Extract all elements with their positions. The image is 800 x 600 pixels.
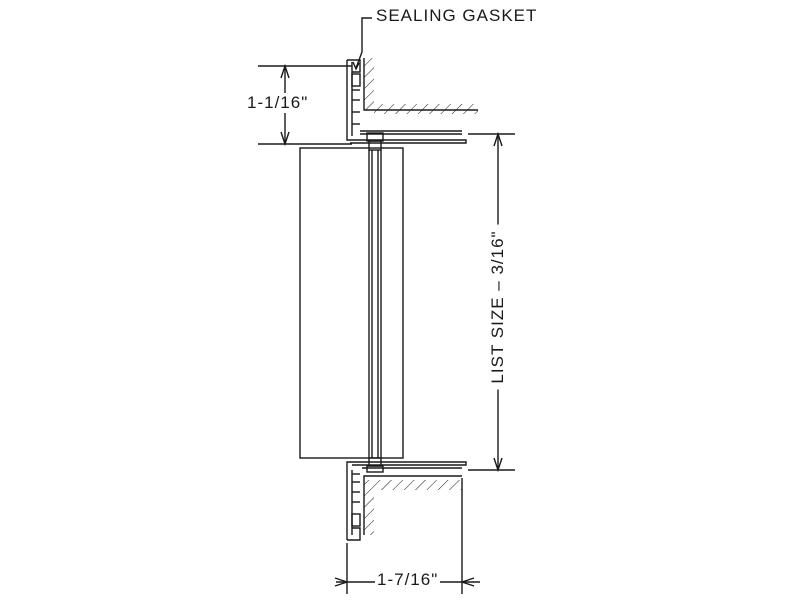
bottom-frame-profile: [346, 461, 467, 541]
sealing-gasket-leader: [352, 17, 372, 71]
top-wall-hatching: [363, 58, 478, 114]
pivot-shaft: [366, 132, 384, 473]
bottom-wall-hatching: [363, 475, 462, 535]
sealing-gasket-label: SEALING GASKET: [376, 6, 538, 25]
list-size-label: LIST SIZE – 3/16": [488, 224, 508, 390]
top-dimension-label: 1-1/16": [245, 93, 311, 113]
bottom-dimension-label: 1-7/16": [375, 570, 441, 590]
top-frame-profile: [346, 59, 467, 144]
damper-blade: [299, 147, 404, 459]
